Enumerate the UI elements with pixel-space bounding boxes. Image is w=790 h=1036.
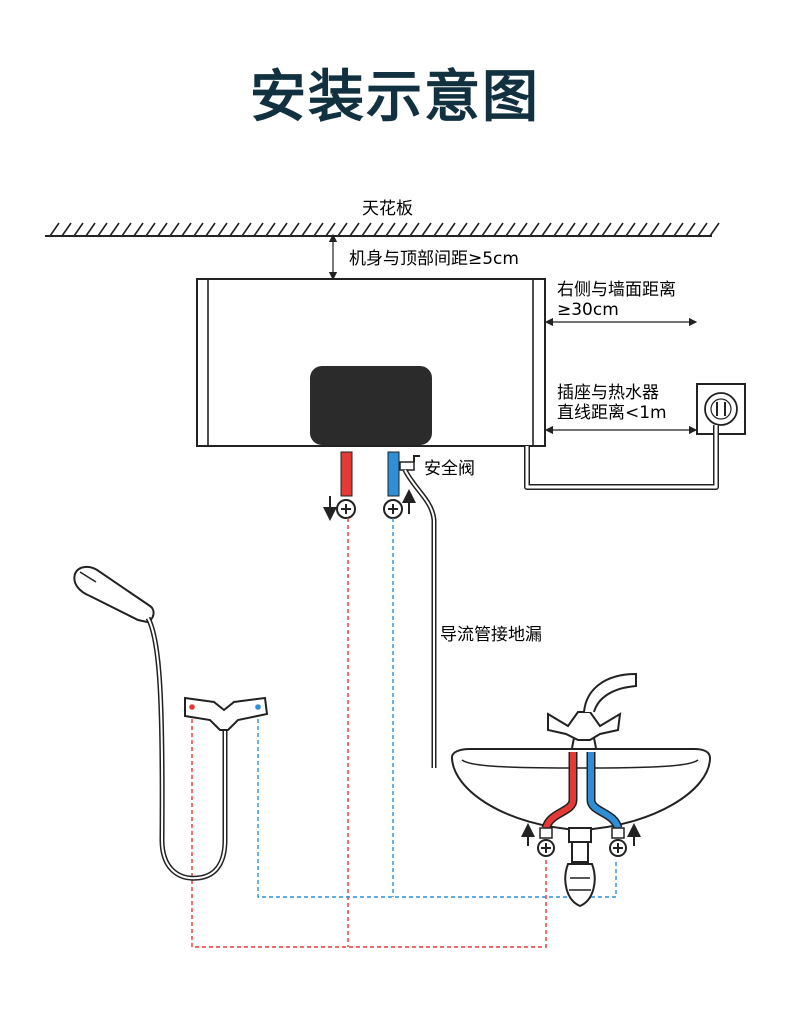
outlet-distance-label: 插座与热水器 直线距离<1m <box>557 383 667 423</box>
wash-basin-icon <box>450 748 712 908</box>
cold-inlet-pipe <box>383 451 416 519</box>
hot-outlet-pipe <box>323 451 356 521</box>
basin-hot-valve <box>521 823 555 857</box>
drain-hose <box>402 468 437 768</box>
right-gap-label-line2: ≥30cm <box>557 300 619 320</box>
safety-valve-icon <box>399 455 420 471</box>
wall-socket-icon <box>696 383 746 435</box>
right-gap-label-line1: 右侧与墙面距离 <box>557 280 676 300</box>
water-heater-icon <box>196 278 546 447</box>
shower-head-icon <box>73 566 228 881</box>
right-gap-label: 右侧与墙面距离 ≥30cm <box>557 280 676 320</box>
safety-valve-label: 安全阀 <box>424 459 475 479</box>
cold-water-line <box>257 518 617 898</box>
faucet-icon <box>547 672 637 749</box>
mixer-valve-icon <box>184 696 269 731</box>
basin-cold-valve <box>609 823 641 857</box>
ceiling-hatch-icon <box>45 222 720 237</box>
outlet-distance-label-line2: 直线距离<1m <box>557 403 667 423</box>
ceiling-label: 天花板 <box>362 199 413 219</box>
drain-label: 导流管接地漏 <box>440 625 542 645</box>
hot-water-line <box>191 518 547 948</box>
top-gap-label: 机身与顶部间距≥5cm <box>349 249 519 269</box>
power-cord <box>524 425 719 490</box>
page-title: 安装示意图 <box>250 65 540 130</box>
outlet-distance-label-line1: 插座与热水器 <box>557 383 659 403</box>
